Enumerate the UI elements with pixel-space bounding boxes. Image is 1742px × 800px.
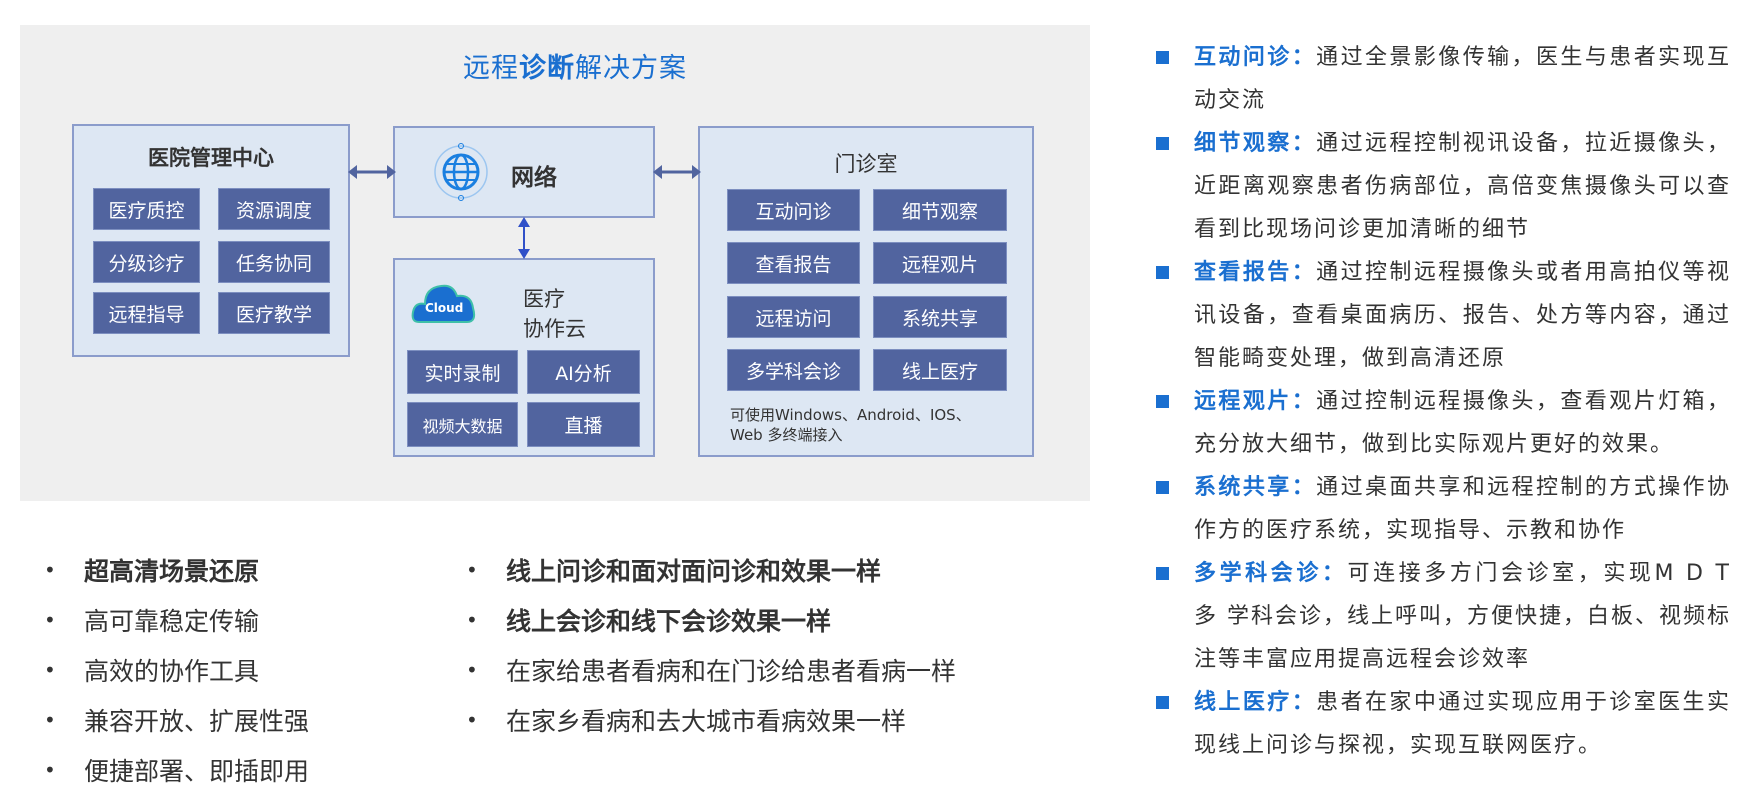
cloud-cell: AI分析	[527, 350, 640, 394]
clinic-panel: 门诊室 可使用Windows、Android、IOS、Web 多终端接入	[698, 126, 1034, 457]
hospital-title: 医院管理中心	[148, 146, 274, 170]
cloud-logo-text: Cloud	[425, 301, 464, 315]
square-bullet-icon	[1156, 567, 1169, 580]
network-panel: 网络	[393, 126, 655, 218]
hospital-cell: 资源调度	[218, 188, 330, 230]
detail-list: 互动问诊：通过全景影像传输，医生与患者实现互动交流 细节观察：通过远程控制视讯设…	[1156, 36, 1731, 767]
detail-item: 查看报告：通过控制远程摄像头或者用高拍仪等视讯设备，查看桌面病历、报告、处方等内…	[1156, 251, 1731, 380]
feature-item: •高可靠稳定传输	[44, 607, 260, 636]
clinic-cell: 细节观察	[873, 189, 1007, 231]
clinic-cell: 多学科会诊	[727, 349, 860, 391]
detail-item: 互动问诊：通过全景影像传输，医生与患者实现互动交流	[1156, 36, 1731, 122]
double-arrow-icon	[518, 217, 530, 259]
feature-item: •便捷部署、即插即用	[44, 757, 310, 786]
cloud-cell: 直播	[527, 402, 640, 447]
square-bullet-icon	[1156, 696, 1169, 709]
clinic-cell: 远程观片	[873, 242, 1007, 284]
detail-item: 远程观片：通过控制远程摄像头，查看观片灯箱，充分放大细节，做到比实际观片更好的效…	[1156, 380, 1731, 466]
detail-item: 线上医疗：患者在家中通过实现应用于诊室医生实现线上问诊与探视，实现互联网医疗。	[1156, 681, 1731, 767]
cloud-icon	[411, 284, 476, 323]
hospital-cell: 分级诊疗	[93, 241, 200, 283]
hospital-cell: 医疗教学	[218, 292, 330, 334]
detail-item: 细节观察：通过远程控制视讯设备，拉近摄像头，近距离观察患者伤病部位，高倍变焦摄像…	[1156, 122, 1731, 251]
feature-item: •超高清场景还原	[44, 557, 260, 586]
detail-item: 多学科会诊：可连接多方门会诊室，实现M D T 多 学科会诊，线上呼叫，方便快捷…	[1156, 552, 1731, 681]
hospital-cell: 远程指导	[93, 292, 200, 334]
globe-icon	[434, 143, 488, 201]
network-title: 网络	[511, 165, 557, 191]
square-bullet-icon	[1156, 266, 1169, 279]
clinic-title: 门诊室	[834, 152, 898, 176]
cloud-title: 医疗协作云	[523, 287, 586, 341]
hospital-cell: 任务协同	[218, 241, 330, 283]
clinic-cell: 远程访问	[727, 296, 860, 338]
clinic-cell: 系统共享	[873, 296, 1007, 338]
square-bullet-icon	[1156, 481, 1169, 494]
double-arrow-icon	[348, 165, 396, 179]
cloud-cell: 实时录制	[407, 350, 518, 394]
detail-item: 系统共享：通过桌面共享和远程控制的方式操作协作方的医疗系统，实现指导、示教和协作	[1156, 466, 1731, 552]
cloud-cell: 视频大数据	[407, 402, 518, 447]
square-bullet-icon	[1156, 137, 1169, 150]
clinic-cell: 查看报告	[727, 242, 860, 284]
square-bullet-icon	[1156, 51, 1169, 64]
hospital-cell: 医疗质控	[93, 188, 200, 230]
diagram-title: 远程诊断解决方案	[463, 53, 687, 84]
clinic-cell: 互动问诊	[727, 189, 860, 231]
clinic-note: 可使用Windows、Android、IOS、Web 多终端接入	[730, 406, 971, 444]
feature-item: •在家乡看病和去大城市看病效果一样	[466, 707, 907, 736]
feature-item: •兼容开放、扩展性强	[44, 707, 310, 736]
double-arrow-icon	[653, 165, 701, 179]
feature-item: •线上会诊和线下会诊效果一样	[466, 607, 832, 636]
feature-item: •线上问诊和面对面问诊和效果一样	[466, 557, 882, 586]
feature-item: •在家给患者看病和在门诊给患者看病一样	[466, 657, 957, 686]
square-bullet-icon	[1156, 395, 1169, 408]
clinic-cell: 线上医疗	[873, 349, 1007, 391]
feature-item: •高效的协作工具	[44, 657, 260, 686]
